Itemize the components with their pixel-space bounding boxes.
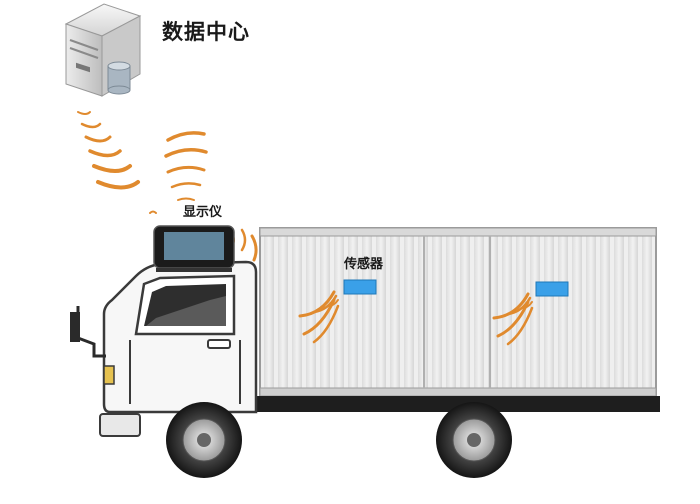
truck-cab — [70, 260, 258, 437]
container-rib — [600, 236, 610, 388]
container-rib — [502, 236, 512, 388]
container-rib — [334, 236, 344, 388]
gps-display-icon — [153, 225, 235, 272]
display-label: 显示仪 — [183, 205, 223, 220]
container-rib — [488, 236, 498, 388]
server-signal-waves — [77, 111, 140, 190]
container-rib — [390, 236, 400, 388]
front-wheel — [166, 402, 242, 478]
container-rib — [278, 236, 288, 388]
container-rib — [292, 236, 302, 388]
container-rib — [320, 236, 330, 388]
database-icon — [107, 61, 131, 95]
container-rib — [348, 236, 358, 388]
container-rib — [586, 236, 596, 388]
display-signal-waves — [149, 131, 208, 214]
container-rib — [628, 236, 638, 388]
sensor-label: 传感器 — [344, 257, 384, 272]
sensor-icon — [535, 281, 569, 297]
rear-wheel — [436, 402, 512, 478]
container-rib — [614, 236, 624, 388]
data-center-label: 数据中心 — [162, 20, 250, 44]
container-rib — [642, 236, 652, 388]
sensor-1-waves — [298, 290, 340, 344]
truck-chassis — [220, 396, 660, 412]
sensor-icon — [343, 279, 377, 295]
container-rib — [460, 236, 470, 388]
container-rib — [432, 236, 442, 388]
container-rib — [446, 236, 456, 388]
container-rib — [530, 236, 540, 388]
container-rib — [362, 236, 372, 388]
container-rib — [404, 236, 414, 388]
container-rib — [474, 236, 484, 388]
container-rib — [558, 236, 568, 388]
sensor-2-waves — [492, 292, 534, 346]
container-rib — [264, 236, 274, 388]
container-rib — [516, 236, 526, 388]
container-rib — [376, 236, 386, 388]
container-rib — [572, 236, 582, 388]
container-rib — [544, 236, 554, 388]
